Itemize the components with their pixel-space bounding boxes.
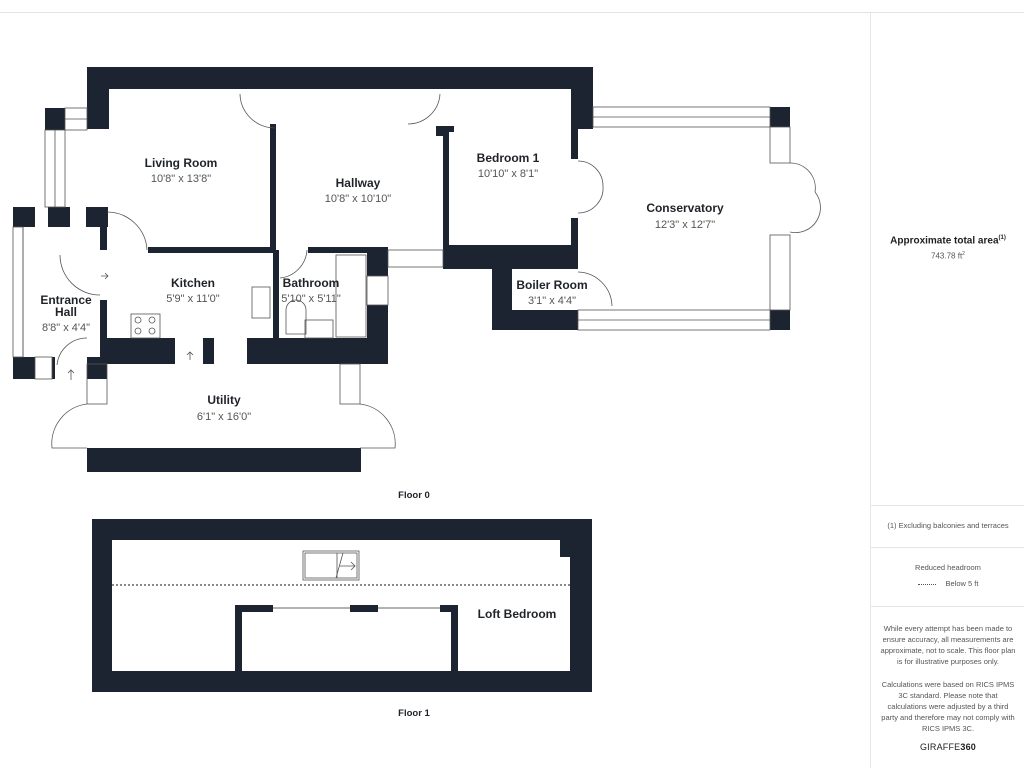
floor-0-label: Floor 0 [398, 490, 430, 501]
info-sidebar: Approximate total area(1) 743.78 ft2 (1)… [870, 13, 1024, 768]
room-name-loft-bedroom: Loft Bedroom [478, 607, 557, 621]
room-dims-bathroom: 5'10" x 5'11" [281, 293, 341, 305]
room-dims-kitchen: 5'9" x 11'0" [166, 293, 219, 305]
floor-0-fixtures [12, 93, 821, 449]
room-name-boiler-room: Boiler Room [516, 278, 587, 292]
floor-1-labels: Loft Bedroom Floor 1 [398, 607, 556, 719]
room-name-bedroom-1: Bedroom 1 [477, 151, 540, 165]
floor-1-label: Floor 1 [398, 708, 430, 719]
room-dims-utility: 6'1" x 16'0" [197, 411, 251, 423]
room-dims-bedroom-1: 10'10" x 8'1" [478, 168, 538, 180]
room-dims-boiler-room: 3'1" x 4'4" [528, 295, 576, 307]
stairs-icon [302, 550, 360, 581]
disclaimer-section: While every attempt has been made to ens… [871, 607, 1024, 768]
floor-plan-canvas: Living Room 10'8" x 13'8" Hallway 10'8" … [0, 13, 870, 768]
area-value: 743.78 ft2 [931, 251, 965, 261]
legend-section: Reduced headroom Below 5 ft [871, 548, 1024, 607]
room-dims-entrance-hall: 8'8" x 4'4" [42, 322, 90, 334]
legend-item: Below 5 ft [871, 579, 1024, 588]
room-name-utility: Utility [207, 393, 241, 407]
room-dims-living-room: 10'8" x 13'8" [151, 173, 211, 185]
footnote-section: (1) Excluding balconies and terraces [871, 506, 1024, 548]
room-name-living-room: Living Room [145, 156, 218, 170]
floor-0-walls [13, 67, 790, 472]
room-name-entrance-hall: Entrance [40, 293, 92, 307]
disclaimer-1: While every attempt has been made to ens… [880, 624, 1016, 666]
disclaimer-2: Calculations were based on RICS IPMS 3C … [881, 680, 1015, 733]
floor-1-walls [92, 519, 592, 692]
top-bar [0, 0, 1024, 13]
brand-logo: GIRAFFE360 [919, 742, 977, 752]
legend-title: Reduced headroom [915, 563, 981, 572]
room-name-bathroom: Bathroom [283, 276, 340, 290]
area-title: Approximate total area(1) [890, 235, 1006, 247]
dotted-line-icon [917, 583, 936, 585]
room-name-entrance-hall-line2: Hall [55, 305, 77, 319]
total-area-section: Approximate total area(1) 743.78 ft2 [871, 13, 1024, 506]
footnote-text: (1) Excluding balconies and terraces [887, 521, 1009, 530]
floor-0-labels: Living Room 10'8" x 13'8" Hallway 10'8" … [40, 151, 724, 501]
room-name-hallway: Hallway [336, 176, 381, 190]
room-name-conservatory: Conservatory [646, 201, 724, 215]
room-name-kitchen: Kitchen [171, 276, 215, 290]
room-dims-hallway: 10'8" x 10'10" [325, 193, 392, 205]
room-dims-conservatory: 12'3" x 12'7" [655, 219, 715, 231]
